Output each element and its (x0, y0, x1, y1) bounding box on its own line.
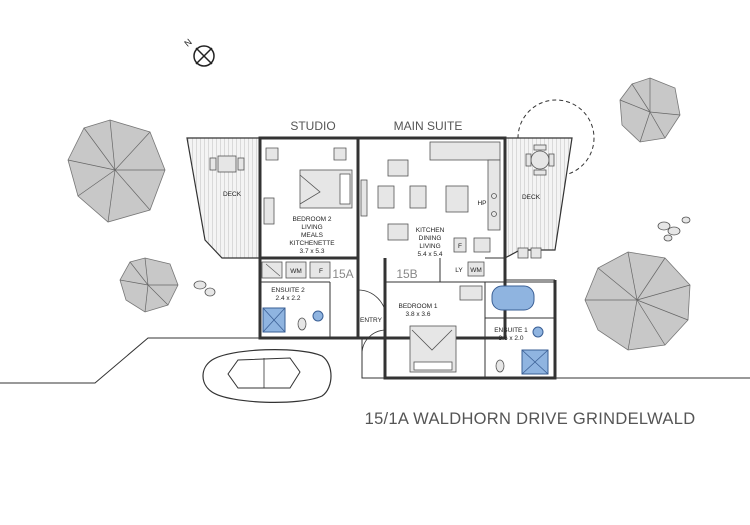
bedroom1-bed (409, 325, 457, 373)
bedroom1-wardrobe (459, 285, 483, 301)
laundry-wm (467, 261, 485, 277)
bedroom2-label-3: MEALS (301, 232, 324, 239)
bedroom2-label-2: LIVING (301, 224, 322, 231)
ensuite1-dimensions: 3.6 x 2.0 (499, 335, 524, 342)
main-sink (473, 237, 491, 253)
unit-15b-label: 15B (396, 267, 417, 281)
ensuite2-toilet (297, 317, 307, 331)
deck-table-right (525, 144, 555, 176)
main-fridge-label: F (458, 243, 462, 250)
studio-armchairs (265, 147, 347, 161)
car (202, 349, 332, 403)
laundry-label: LY (455, 267, 463, 274)
kitchen-dimensions: 5.4 x 5.4 (418, 251, 443, 258)
entry-door-swing (357, 289, 387, 319)
studio-washing-machine-label: WM (290, 268, 302, 275)
tree-left-large (67, 119, 166, 223)
kitchen-label-3: LIVING (419, 243, 440, 250)
ensuite1-bath (491, 285, 535, 311)
bedroom1-label: BEDROOM 1 (398, 303, 437, 310)
rocks-left (193, 280, 216, 297)
tree-left-small (119, 257, 179, 313)
main-washing-machine-label: WM (470, 267, 482, 274)
ensuite1-toilet (495, 359, 505, 373)
property-address: 15/1A WALDHORN DRIVE GRINDELWALD (364, 410, 696, 428)
bedroom2-label-4: KITCHENETTE (289, 240, 335, 247)
bedroom1-dimensions: 3.8 x 3.6 (406, 311, 431, 318)
bedroom2-label: BEDROOM 2 (292, 216, 331, 223)
main-living-sofa (377, 159, 427, 241)
ensuite2-label: ENSUITE 2 (271, 287, 305, 294)
bedroom1-door-swing (361, 329, 387, 355)
rocks-right (657, 216, 691, 242)
deck-chairs-right (517, 247, 542, 259)
deck-table-left (209, 155, 245, 173)
section-studio-label: STUDIO (290, 119, 335, 133)
hotplate-label: HP (477, 200, 486, 207)
studio-bed (299, 169, 353, 209)
kitchen-label: KITCHEN (416, 227, 445, 234)
north-compass: N (182, 37, 215, 67)
main-tv-unit (360, 179, 368, 217)
studio-kitchenette (261, 261, 331, 279)
tree-right-large (584, 251, 691, 351)
studio-fridge-label: F (319, 268, 323, 275)
ensuite2-dimensions: 2.4 x 2.2 (276, 295, 301, 302)
bedroom2-dimensions: 3.7 x 5.3 (300, 248, 325, 255)
main-dining-table (445, 185, 469, 213)
deck-left-label: DECK (223, 191, 242, 198)
ensuite1-label: ENSUITE 1 (494, 327, 528, 334)
ensuite2-basin (312, 310, 324, 322)
studio-desk (263, 197, 275, 225)
building-walls (258, 136, 557, 380)
compass-north-label: N (182, 37, 193, 49)
section-main-suite-label: MAIN SUITE (394, 119, 463, 133)
entry-label: ENTRY (360, 317, 383, 324)
ensuite1-basin (532, 326, 544, 338)
main-fridge (453, 237, 467, 253)
unit-15a-label: 15A (332, 267, 353, 281)
tree-top-right (619, 77, 681, 143)
deck-right-label: DECK (522, 194, 541, 201)
kitchen-label-2: DINING (419, 235, 442, 242)
